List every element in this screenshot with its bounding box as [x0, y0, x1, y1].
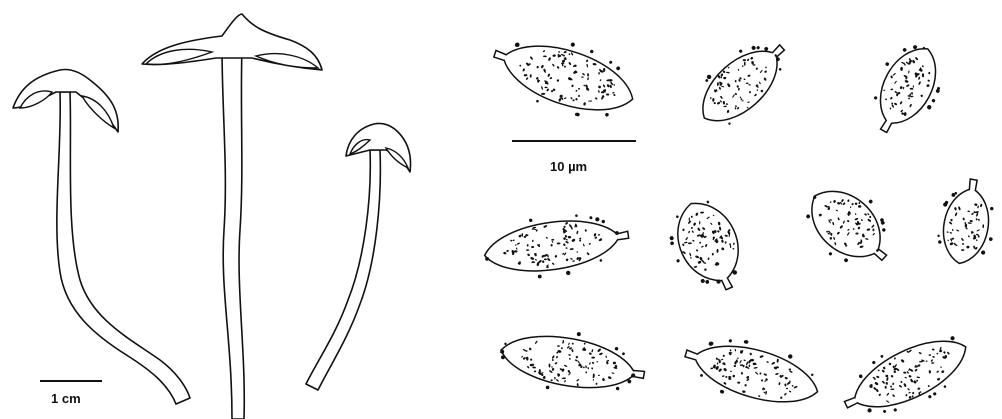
- spore-wart: [868, 199, 873, 204]
- spore-10: [833, 320, 979, 419]
- spore-wart: [515, 42, 521, 48]
- spore-6: [791, 169, 907, 283]
- spore-wart: [538, 274, 542, 278]
- spore-wart: [811, 373, 814, 376]
- spore-wart: [676, 259, 680, 263]
- spore-wart: [575, 214, 578, 217]
- spore-wart: [570, 42, 575, 47]
- spore-wart: [893, 408, 897, 412]
- spore-wart: [872, 360, 876, 364]
- spore-3: [857, 35, 955, 146]
- spore-wart: [788, 354, 793, 359]
- spore-wart: [738, 49, 743, 54]
- spore-wart: [933, 392, 937, 396]
- spore-wart: [873, 96, 877, 100]
- spore-wart: [966, 228, 968, 230]
- spore-7: [933, 175, 1002, 268]
- spore-wart: [855, 232, 858, 234]
- spore-wart: [880, 354, 884, 358]
- spore-wart: [805, 214, 810, 219]
- spore-wart: [605, 112, 610, 117]
- basidioma-3: [306, 123, 411, 390]
- spore-wart: [728, 122, 731, 125]
- spore-wart: [931, 98, 936, 103]
- spore-wart: [928, 395, 932, 399]
- spore-wart: [881, 228, 886, 233]
- spore-wart: [705, 279, 710, 284]
- spore-wart: [981, 250, 986, 255]
- spore-wart: [828, 252, 833, 257]
- spore-wart: [590, 49, 594, 53]
- spore-1: [484, 21, 643, 131]
- spore-wart: [751, 45, 757, 51]
- spore-wart: [670, 241, 675, 246]
- spore-wart: [756, 45, 761, 50]
- spore-wart: [598, 72, 600, 75]
- spore-wart: [705, 79, 709, 83]
- spore-wart: [778, 68, 782, 72]
- spore-wart: [595, 217, 600, 222]
- spore-wart: [950, 335, 956, 341]
- spore-wart: [843, 258, 848, 263]
- spore-9: [678, 325, 826, 419]
- spore-wart: [526, 249, 529, 251]
- spore-wart: [706, 200, 709, 203]
- spore-wart: [858, 374, 863, 379]
- spore-wart: [700, 374, 703, 377]
- spore-wart: [576, 332, 581, 337]
- spore-wart: [622, 352, 625, 355]
- spore-wart: [536, 100, 539, 103]
- spore-wart: [885, 62, 890, 67]
- basidioma-3-stipe: [306, 150, 380, 390]
- spore-wart: [789, 380, 790, 383]
- spore-4: [480, 205, 632, 286]
- scale-label-10um: 10 µm: [550, 160, 587, 173]
- spore-wart: [937, 234, 940, 237]
- spore-wart: [534, 371, 536, 373]
- spore-wart: [549, 363, 551, 367]
- spore-wart: [710, 97, 711, 99]
- spore-wart: [764, 392, 766, 394]
- spore-wart: [729, 243, 730, 245]
- spore-wart: [606, 93, 609, 95]
- spore-wart: [990, 207, 994, 211]
- spore-wart: [616, 387, 620, 391]
- spore-apiculus: [968, 179, 977, 191]
- spore-wart: [589, 216, 592, 219]
- spore-5: [657, 192, 754, 303]
- spore-wart: [615, 347, 619, 351]
- spore-wart: [616, 66, 621, 71]
- spore-wart: [609, 60, 613, 64]
- spore-apiculus: [685, 350, 698, 360]
- basidioma-1: [13, 69, 190, 404]
- spore-wart: [529, 218, 533, 222]
- spore-wart: [601, 220, 605, 224]
- spore-wart: [926, 104, 932, 110]
- basidioma-2-stipe: [222, 48, 244, 419]
- spore-wart: [599, 259, 602, 262]
- spores-group: [480, 21, 1002, 419]
- basidioma-1-stipe: [57, 92, 190, 404]
- spore-8: [495, 319, 649, 405]
- basidioma-2: [142, 14, 322, 419]
- spore-wart: [883, 409, 887, 413]
- spore-wart: [903, 48, 907, 52]
- spore-wart: [566, 270, 571, 275]
- spore-apiculus: [494, 50, 507, 60]
- spore-wart: [943, 385, 946, 388]
- spore-wart: [545, 385, 549, 389]
- spore-wart: [867, 408, 873, 414]
- spore-wart: [728, 339, 732, 343]
- spore-2: [685, 26, 799, 136]
- spore-wart: [938, 240, 942, 244]
- scale-label-1cm: 1 cm: [51, 392, 81, 405]
- spore-wart: [676, 215, 679, 218]
- spore-wart: [669, 235, 674, 240]
